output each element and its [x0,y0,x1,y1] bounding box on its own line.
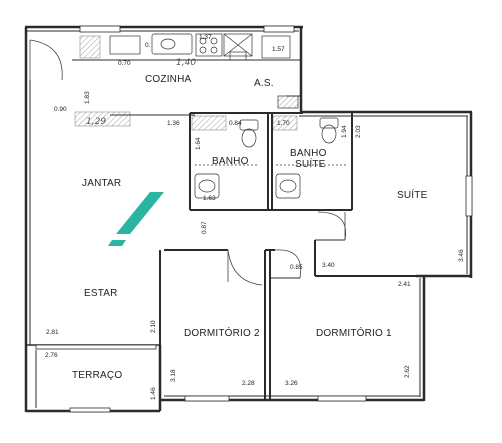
dim-3-40: 3.40 [322,262,335,269]
dim-0-90: 0.90 [54,106,67,113]
room-label-dormitorio-1: DORMITÓRIO 1 [316,328,392,339]
dim-0-87: 0.87 [201,221,208,234]
dim-0-84: 0.84 [229,120,242,127]
dim-1-70: 1.70 [277,120,290,127]
dim-1-94: 1.94 [341,125,348,138]
room-label-dormitorio-2: DORMITÓRIO 2 [184,328,260,339]
windows [35,25,473,413]
dim-3-46: 3.46 [458,249,465,262]
dim-2-03: 2.03 [355,125,362,138]
room-label-estar: ESTAR [84,288,118,299]
dim-2-10: 2.10 [150,320,157,333]
room-label-jantar: JANTAR [82,178,122,189]
dim-2-28: 2.28 [242,380,255,387]
hatch-areas [74,35,298,131]
room-label-banho: BANHO [212,156,249,167]
walls [24,25,473,413]
room-label-banho-suite: BANHO SUÍTE [290,148,327,170]
handwritten-1-29: 1,29 [86,117,107,127]
dim-2-76: 2.76 [45,352,58,359]
dim-3-18: 3.18 [170,369,177,382]
dim-1-83: 1.83 [84,91,91,104]
dim-1-46: 1.46 [150,387,157,400]
dim-1-57: 1.57 [272,46,285,53]
room-label-suite: SUÍTE [397,190,428,201]
bath-fixtures [194,117,348,199]
room-label-banho-suite-line1: BANHO [290,148,327,159]
dim-1-64: 1.64 [195,137,202,150]
accent-mark [108,192,164,246]
dim-3-26: 3.26 [285,380,298,387]
handwritten-1-40: 1,40 [176,58,197,68]
room-label-as: A.S. [254,78,274,89]
dim-2-62: 2.62 [404,365,411,378]
doors [29,39,347,286]
kitchen-fixtures [109,33,299,109]
room-label-banho-suite-line2: SUÍTE [295,159,326,170]
dim-1-63: 1.63 [203,195,216,202]
interior-walls [72,59,416,400]
dim-2-41: 2.41 [398,281,411,288]
dim-1-37: 1.37 [199,34,212,41]
dim-0-70: 0.70 [118,60,131,67]
room-label-terraco: TERRAÇO [72,370,123,381]
room-label-cozinha: COZINHA [145,74,192,85]
dim-0-1: 0. [145,42,151,49]
dim-1-36: 1.36 [167,120,180,127]
dim-2-81: 2.81 [46,329,59,336]
dim-0-85: 0.85 [290,264,303,271]
